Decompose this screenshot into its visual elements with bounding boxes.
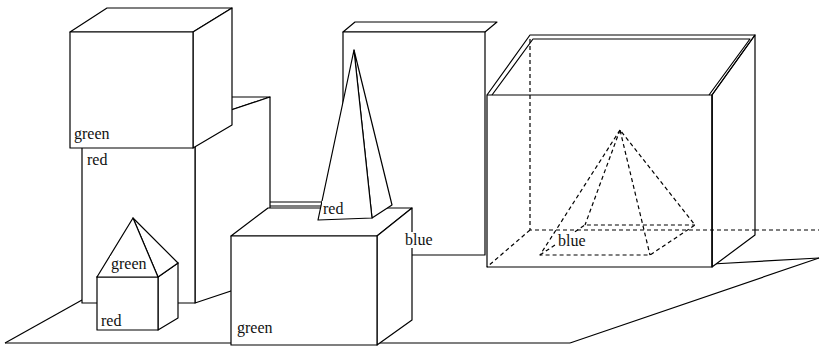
color-label: blue (404, 232, 434, 248)
box-face (487, 95, 712, 267)
ground-edge (570, 258, 819, 343)
hidden-pyramid (540, 225, 695, 255)
color-label: red (322, 201, 344, 217)
green-front-cube (231, 208, 412, 345)
color-label: red (100, 313, 122, 329)
hidden-edge (530, 39, 755, 230)
box-face (712, 35, 755, 267)
hidden-pyramid (585, 130, 620, 225)
hidden-edge (755, 229, 819, 230)
cube-face (193, 8, 232, 148)
box-edge (711, 95, 712, 267)
red-tall-pyramid (318, 50, 392, 220)
pyramid-face (97, 218, 158, 277)
ground-edge (5, 300, 82, 343)
green-small-pyramid (97, 218, 178, 277)
cube-face (70, 32, 193, 148)
ledge-line (270, 201, 330, 202)
hidden-edge (487, 230, 530, 267)
hidden-pyramid (540, 130, 695, 255)
color-label: green (236, 320, 274, 336)
ground-edge (712, 258, 819, 264)
cube-face (231, 236, 377, 345)
color-label: green (110, 256, 148, 272)
open-box (487, 35, 819, 267)
color-label: green (73, 126, 111, 142)
color-label: red (86, 152, 108, 168)
block-face (343, 22, 497, 32)
green-top-cube (70, 8, 232, 148)
box-rim (492, 39, 750, 95)
cube-face (97, 277, 158, 330)
cube-face (377, 208, 412, 345)
pyramid-face (318, 50, 372, 220)
color-label: blue (557, 233, 587, 249)
box-rim (487, 35, 755, 95)
hidden-edges (487, 39, 819, 267)
